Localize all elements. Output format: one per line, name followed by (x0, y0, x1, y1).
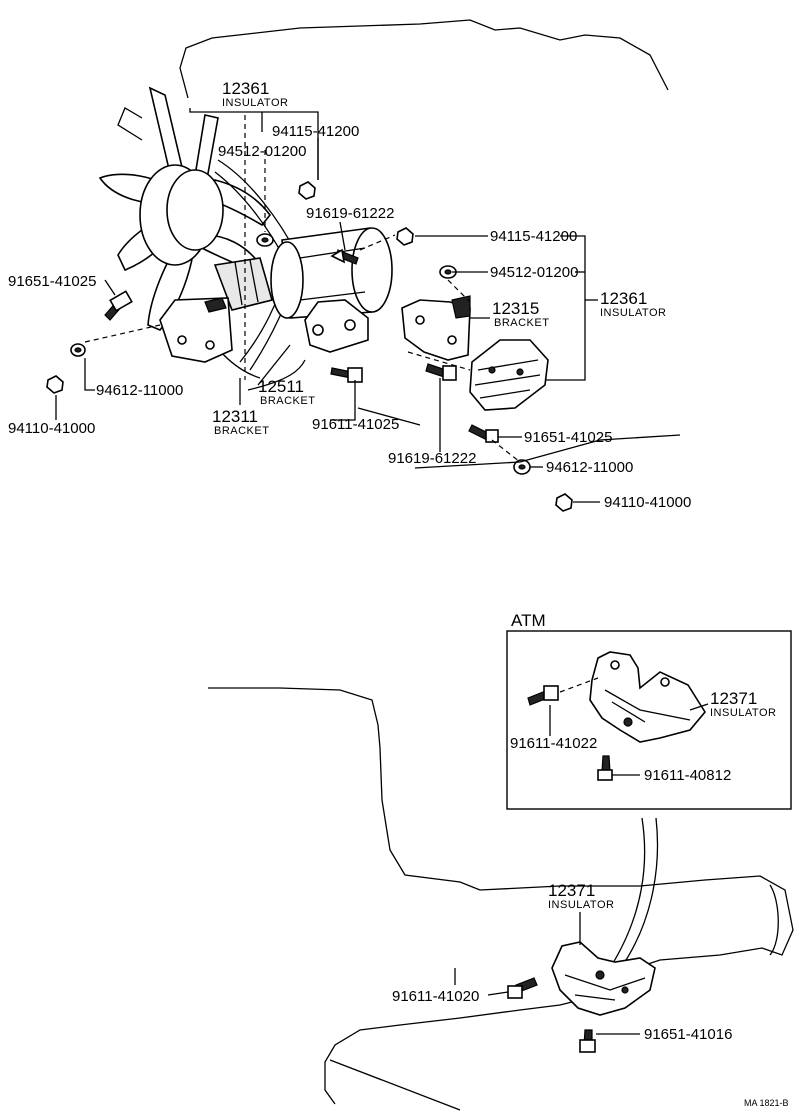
assembly-line-f (491, 439, 521, 463)
label-insulator-top-num: 12361 (222, 79, 269, 98)
bracket-right-icon (401, 295, 471, 361)
transmission-outline (208, 687, 794, 1105)
label-insulator-top-cap: INSULATOR (222, 97, 288, 109)
label-bracket-mid-num: 12511 (258, 377, 304, 396)
insulator-left-icon (213, 257, 273, 311)
bracket-mid-icon (304, 299, 369, 353)
atm-box-title: ATM (511, 611, 546, 630)
lower-label-insulator-num: 12371 (548, 881, 595, 900)
washer-icons (70, 233, 531, 475)
bolt-icons (104, 248, 499, 443)
assembly-line-d (359, 234, 396, 251)
label-bolt-right: 91651-41025 (524, 429, 612, 446)
insulator-right-icon (469, 339, 549, 411)
nut-icons (46, 181, 573, 512)
label-nut-right: 94115-41200 (490, 228, 577, 245)
label-bolt-left: 91651-41025 (8, 273, 96, 290)
leader-lines-upper (55, 108, 681, 503)
lower-leader-b (487, 991, 509, 996)
lower-label-insulator-cap: INSULATOR (548, 899, 614, 911)
lower-insulator-icon (551, 941, 656, 1016)
label-bolt-mid: 91611-41025 (312, 416, 399, 433)
label-insulator-right-cap: INSULATOR (600, 307, 666, 319)
label-bracket-mid-cap: BRACKET (260, 395, 315, 407)
lower-bolt-icons (507, 977, 596, 1053)
atm-insulator-icon (589, 651, 706, 743)
label-nut-right-low: 94110-41000 (604, 494, 691, 511)
label-bracket-low-num: 12311 (212, 407, 258, 426)
label-nut-top: 94115-41200 (272, 123, 359, 140)
atm-bolt-icons (527, 685, 613, 781)
atm-assembly-line (559, 677, 599, 693)
label-insulator-right-num: 12361 (600, 289, 647, 308)
label-washer-right: 94512-01200 (490, 264, 578, 281)
footer-code: MA 1821-B (744, 1098, 789, 1108)
lower-label-bolt-bottom: 91651-41016 (644, 1026, 732, 1043)
label-bracket-right-num: 12315 (492, 299, 539, 318)
fan-icon (98, 86, 272, 331)
label-washer-right-low: 94612-11000 (546, 459, 633, 476)
label-bracket-right-cap: BRACKET (494, 317, 549, 329)
bracket-left-icon (159, 297, 233, 363)
engine-outline (117, 19, 669, 141)
label-bolt-mid2: 91619-61222 (388, 450, 476, 467)
atm-label-bolt-a: 91611-41022 (510, 735, 597, 752)
label-washer-left: 94612-11000 (96, 382, 183, 399)
assembly-line-b (84, 324, 161, 343)
atm-leader-c (689, 703, 709, 711)
label-washer-top: 94512-01200 (218, 143, 306, 160)
atm-label-insulator-cap: INSULATOR (710, 707, 776, 719)
assembly-line-e (407, 351, 471, 371)
label-bracket-low-cap: BRACKET (214, 425, 269, 437)
label-bolt-top: 91619-61222 (306, 205, 394, 222)
lower-label-bolt-left: 91611-41020 (392, 988, 479, 1005)
transmission-flange (329, 884, 779, 1111)
atm-label-insulator-num: 12371 (710, 689, 757, 708)
label-nut-left: 94110-41000 (8, 420, 95, 437)
atm-label-bolt-b: 91611-40812 (644, 767, 731, 784)
atm-inset-box (506, 630, 792, 810)
